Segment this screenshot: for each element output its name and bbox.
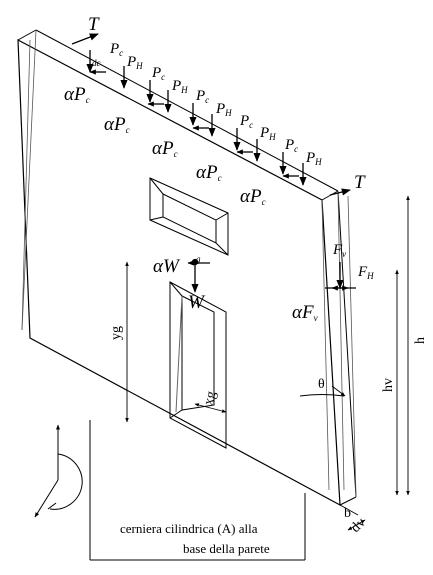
label-PH-2: PH (171, 78, 188, 95)
label-Pc-4: Pc (239, 113, 253, 130)
label-alphaPc-5: αPc (240, 186, 266, 207)
label-W: W (188, 292, 206, 313)
top-force-arrows (71, 33, 351, 196)
label-hv: hv (381, 378, 396, 392)
label-alphaW: αW (153, 256, 181, 277)
label-W-sub-g: g (196, 254, 201, 264)
window-opening (149, 177, 229, 256)
label-Pc-5: Pc (284, 137, 298, 154)
label-PH-4: PH (259, 125, 276, 142)
arrow-T-left (71, 33, 99, 45)
caption-line-2: base della parete (183, 541, 270, 556)
label-Pc-2: Pc (151, 65, 165, 82)
weight-arrows (187, 258, 210, 293)
label-T-right: T (354, 172, 366, 193)
label-xg: xg (201, 390, 219, 407)
lateral-force-arrows (325, 262, 356, 291)
label-Pc-3: Pc (195, 88, 209, 105)
label-FH: FH (357, 264, 374, 281)
label-alphaPc-1: αPc (64, 84, 90, 105)
label-Pc-1: Pc (109, 41, 123, 58)
label-dc: dc (92, 58, 101, 68)
label-dv: dv (348, 515, 369, 536)
label-PH-1: PH (126, 54, 143, 71)
caption-line-1: cerniera cilindrica (A) alla (120, 521, 258, 536)
dimension-lines (125, 195, 410, 531)
label-alphaPc-3: αPc (152, 138, 178, 159)
label-b: b (344, 506, 351, 521)
label-alphaPc-2: αPc (104, 114, 130, 135)
label-PH-5: PH (305, 150, 322, 167)
label-alphaFv: αFv (292, 302, 318, 323)
label-theta: θ (318, 377, 325, 392)
rotation-axis-icon (34, 424, 83, 518)
caption-leader (89, 420, 306, 561)
label-PH-3: PH (215, 101, 232, 118)
label-alphaPc-4: αPc (196, 162, 222, 183)
label-Fv: Fv (332, 242, 346, 259)
arrow-T-right (329, 188, 351, 196)
rotated-wall-lines (21, 29, 357, 498)
label-h: h (413, 337, 428, 344)
label-yg: yg (109, 326, 124, 340)
label-T-left: T (88, 14, 100, 35)
